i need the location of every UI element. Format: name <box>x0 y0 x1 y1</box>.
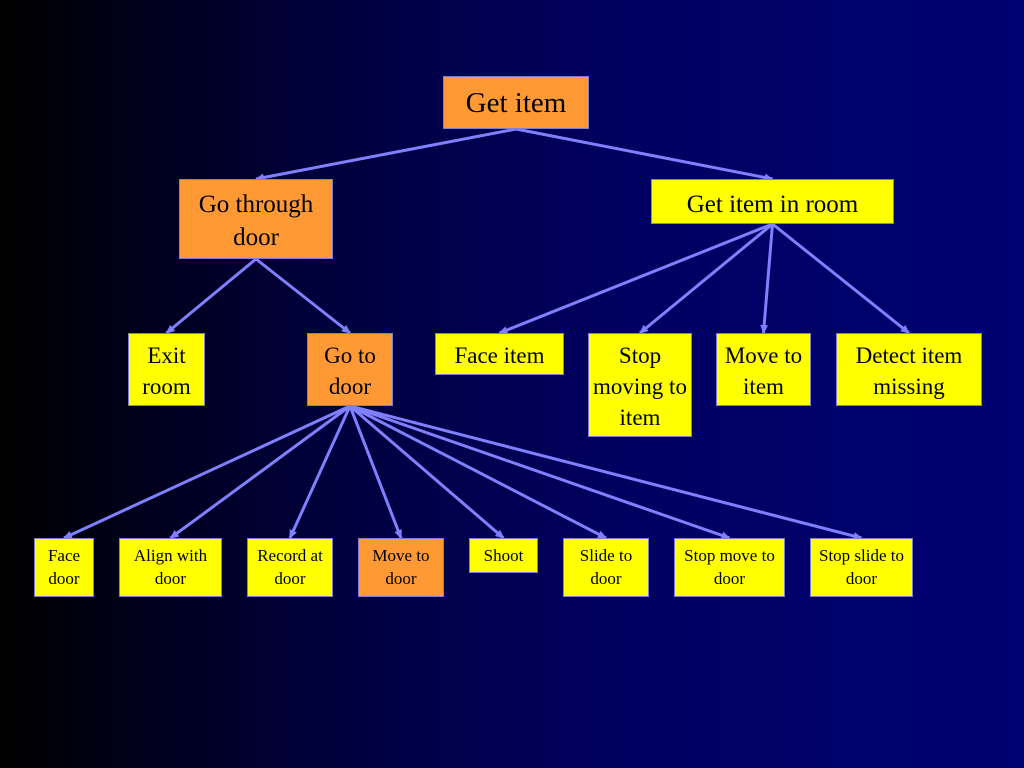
edge-go_through_door-to-exit_room <box>165 257 257 335</box>
node-shoot: Shoot <box>469 538 538 573</box>
node-move-to-item: Move to item <box>716 333 811 406</box>
edge-go_to_door-to-slide_to_door <box>349 404 607 540</box>
edge-get_item_in_room-to-move_to_item <box>760 223 774 334</box>
node-record-at-door: Record at door <box>247 538 333 597</box>
node-label: Stop moving to item <box>593 343 687 430</box>
edge-get_item-to-get_item_in_room <box>515 127 774 182</box>
edge-get_item_in_room-to-detect_item_missing <box>771 222 910 335</box>
node-go-through-door: Go through door <box>179 179 333 259</box>
node-label: Face item <box>454 343 545 368</box>
node-label: Go through door <box>198 191 314 251</box>
node-label: Go to door <box>324 343 376 399</box>
node-label: Shoot <box>483 546 524 565</box>
node-label: Move to item <box>724 343 803 399</box>
node-label: Record at door <box>257 546 323 588</box>
node-label: Face door <box>47 546 81 588</box>
edge-get_item_in_room-to-face_item <box>498 222 774 335</box>
edge-go_to_door-to-shoot <box>349 404 505 540</box>
node-detect-item-missing: Detect item missing <box>836 333 982 406</box>
node-stop-move-to-door: Stop move to door <box>674 538 785 597</box>
node-face-door: Face door <box>34 538 94 597</box>
edge-go_to_door-to-move_to_door <box>348 405 403 539</box>
node-get-item: Get item <box>443 76 589 129</box>
node-label: Move to door <box>372 546 430 588</box>
node-move-to-door: Move to door <box>358 538 444 597</box>
node-label: Stop move to door <box>684 546 775 588</box>
node-slide-to-door: Slide to door <box>563 538 649 597</box>
node-face-item: Face item <box>435 333 564 375</box>
edge-go_to_door-to-record_at_door <box>288 405 352 539</box>
node-stop-slide-to-door: Stop slide to door <box>810 538 913 597</box>
node-stop-moving-to-item: Stop moving to item <box>588 333 692 437</box>
node-label: Detect item missing <box>855 343 963 399</box>
edge-go_to_door-to-align_with_door <box>169 404 351 540</box>
edge-go_to_door-to-stop_move_to_door <box>349 404 731 540</box>
node-label: Align with door <box>133 546 208 588</box>
node-align-with-door: Align with door <box>119 538 222 597</box>
node-label: Exit room <box>142 343 191 399</box>
node-label: Get item in room <box>686 191 859 218</box>
edge-get_item_in_room-to-stop_moving_to_item <box>639 222 774 335</box>
node-label: Slide to door <box>579 546 633 588</box>
node-go-to-door: Go to door <box>307 333 393 406</box>
edge-get_item-to-go_through_door <box>255 127 517 182</box>
edge-go_to_door-to-stop_slide_to_door <box>349 404 863 540</box>
node-exit-room: Exit room <box>128 333 205 406</box>
edge-go_to_door-to-face_door <box>63 404 351 540</box>
node-label: Stop slide to door <box>818 546 904 588</box>
node-label: Get item <box>465 87 567 119</box>
edge-go_through_door-to-go_to_door <box>255 257 351 335</box>
node-get-item-in-room: Get item in room <box>651 179 894 224</box>
